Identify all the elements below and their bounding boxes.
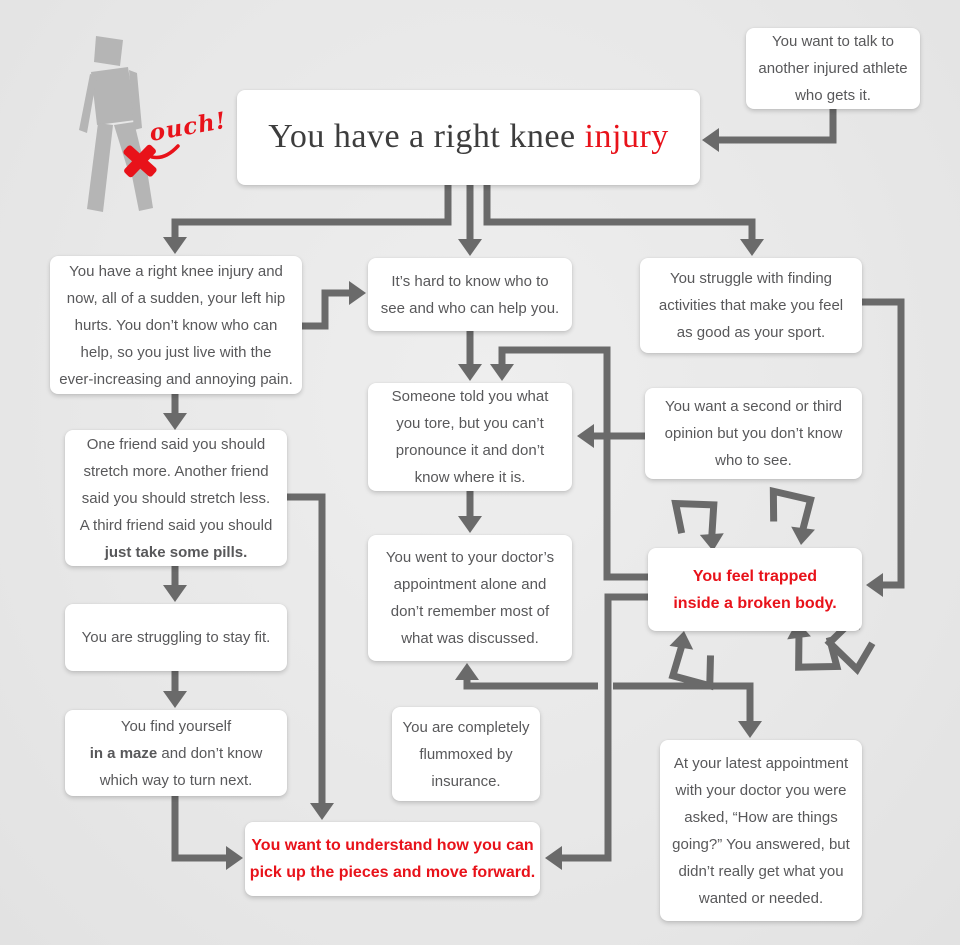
connector-title-to-left bbox=[163, 185, 452, 254]
connector-trapped-to-tore bbox=[490, 346, 648, 581]
node-what-you-tore: Someone told you what you tore, but you … bbox=[368, 383, 572, 491]
injured-person-icon bbox=[79, 36, 153, 212]
connector-stayfit-to-maze bbox=[163, 671, 187, 708]
connector-secondopinion-to-tore bbox=[577, 424, 645, 448]
loop-arrow-top-left bbox=[676, 500, 725, 553]
connector-friends-to-pickup bbox=[287, 493, 334, 820]
node-friends-advice: One friend said you should stretch more.… bbox=[65, 430, 287, 566]
node-stay-fit: You are struggling to stay fit. bbox=[65, 604, 287, 671]
loop-arrow-top-right bbox=[767, 491, 819, 546]
node-talk-athlete: You want to talk to another injured athl… bbox=[746, 28, 920, 109]
node-pick-up-pieces: You want to understand how you can pick … bbox=[245, 822, 540, 896]
injury-x-icon bbox=[123, 144, 157, 178]
node-struggle-activities: You struggle with finding activities tha… bbox=[640, 258, 862, 353]
node-latest-appointment: At your latest appointment with your doc… bbox=[660, 740, 862, 921]
node-second-opinion: You want a second or third opinion but y… bbox=[645, 388, 862, 479]
connector-trapped-to-pickup bbox=[545, 593, 648, 870]
connector-athlete-to-title bbox=[702, 109, 837, 152]
node-hard-to-know: It’s hard to know who to see and who can… bbox=[368, 258, 572, 331]
connector-hip-to-friends bbox=[163, 394, 187, 430]
loop-arrow-bottom-left bbox=[664, 629, 717, 686]
node-maze: You find yourself in a maze and don’t kn… bbox=[65, 710, 287, 796]
title-highlight: injury bbox=[584, 118, 669, 156]
node-doctor-alone: You went to your doctor’s appointment al… bbox=[368, 535, 572, 661]
node-flummoxed: You are completely flummoxed by insuranc… bbox=[392, 707, 540, 801]
connector-doctor-latest-double bbox=[455, 663, 762, 738]
ouch-swash bbox=[150, 144, 180, 160]
connector-title-to-middle bbox=[458, 185, 482, 256]
node-trapped: You feel trapped inside a broken body. bbox=[648, 548, 862, 631]
title-text: You have a right knee bbox=[268, 118, 585, 156]
ouch-annotation: ouch! bbox=[147, 107, 228, 147]
connector-tore-to-doctor bbox=[458, 491, 482, 533]
connector-friends-to-stayfit bbox=[163, 566, 187, 602]
connector-maze-to-pickup bbox=[171, 796, 243, 870]
connector-hardtoknow-to-tore bbox=[458, 331, 482, 381]
title-node: You have a right knee injury bbox=[237, 90, 700, 185]
connector-struggle-to-trapped bbox=[862, 298, 905, 597]
connector-hip-to-hardtoknow bbox=[302, 281, 366, 330]
connector-title-to-right bbox=[483, 185, 764, 256]
node-hip-hurts: You have a right knee injury and now, al… bbox=[50, 256, 302, 394]
